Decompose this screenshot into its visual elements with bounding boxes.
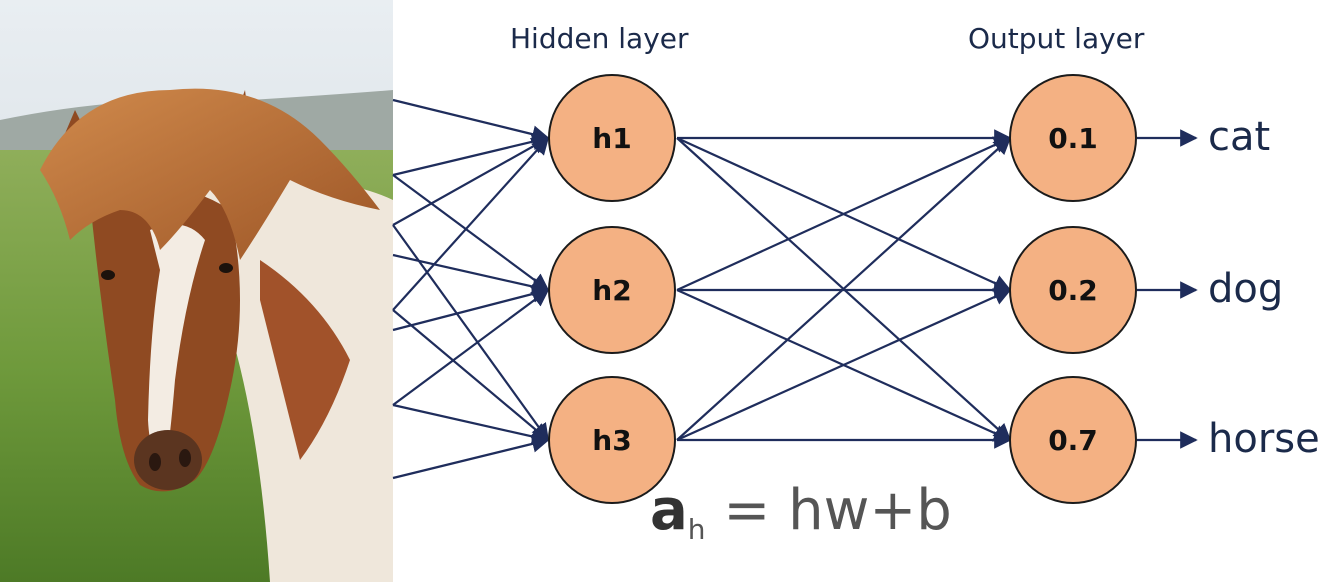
edge-h3-o1 — [676, 136, 1012, 441]
hidden-node-label: h3 — [592, 424, 631, 457]
output-layer-title: Output layer — [968, 22, 1145, 55]
hidden-node-label: h2 — [592, 274, 631, 307]
edge-input5-h1 — [392, 136, 550, 311]
hidden-node-h3 — [548, 376, 676, 504]
output-nodes: 0.1 0.2 0.7 — [1009, 74, 1137, 504]
horse-photo — [0, 0, 393, 582]
output-node-1 — [1009, 74, 1137, 202]
class-label-horse: horse — [1208, 416, 1320, 462]
hidden-nodes: h1 h2 h3 — [548, 74, 676, 504]
edge-input4-h2 — [392, 253, 550, 296]
output-node-value: 0.7 — [1048, 424, 1098, 457]
activation-formula: ah = hw+b — [650, 478, 952, 546]
edge-input2-h2 — [392, 174, 550, 292]
edge-input8-h3 — [392, 435, 550, 480]
hidden-node-h1 — [548, 74, 676, 202]
edge-h2-o1 — [676, 136, 1012, 292]
edge-h3-o2 — [676, 288, 1012, 442]
output-node-value: 0.1 — [1048, 122, 1098, 155]
output-node-3 — [1009, 376, 1137, 504]
formula-subscript: h — [687, 513, 706, 546]
output-arrows — [1137, 129, 1198, 449]
hidden-node-h2 — [548, 226, 676, 354]
edge-input6-h2 — [392, 285, 550, 332]
hidden-output-edges — [676, 129, 1012, 449]
output-node-2 — [1009, 226, 1137, 354]
input-edges — [392, 98, 550, 480]
edge-input2-h1 — [392, 133, 550, 177]
hidden-node-label: h1 — [592, 122, 631, 155]
edge-input7-h3 — [392, 403, 550, 446]
class-label-dog: dog — [1208, 266, 1284, 312]
edge-input3-h3 — [392, 224, 550, 442]
formula-rhs: = hw+b — [705, 478, 952, 543]
formula-symbol: a — [650, 478, 688, 543]
edge-input1-h1 — [392, 98, 550, 143]
edge-input3-h1 — [392, 137, 550, 226]
class-label-cat: cat — [1208, 114, 1271, 160]
output-node-value: 0.2 — [1048, 274, 1098, 307]
hidden-layer-title: Hidden layer — [510, 22, 689, 55]
edge-input5-h3 — [392, 309, 550, 442]
edge-input7-h2 — [392, 288, 550, 406]
